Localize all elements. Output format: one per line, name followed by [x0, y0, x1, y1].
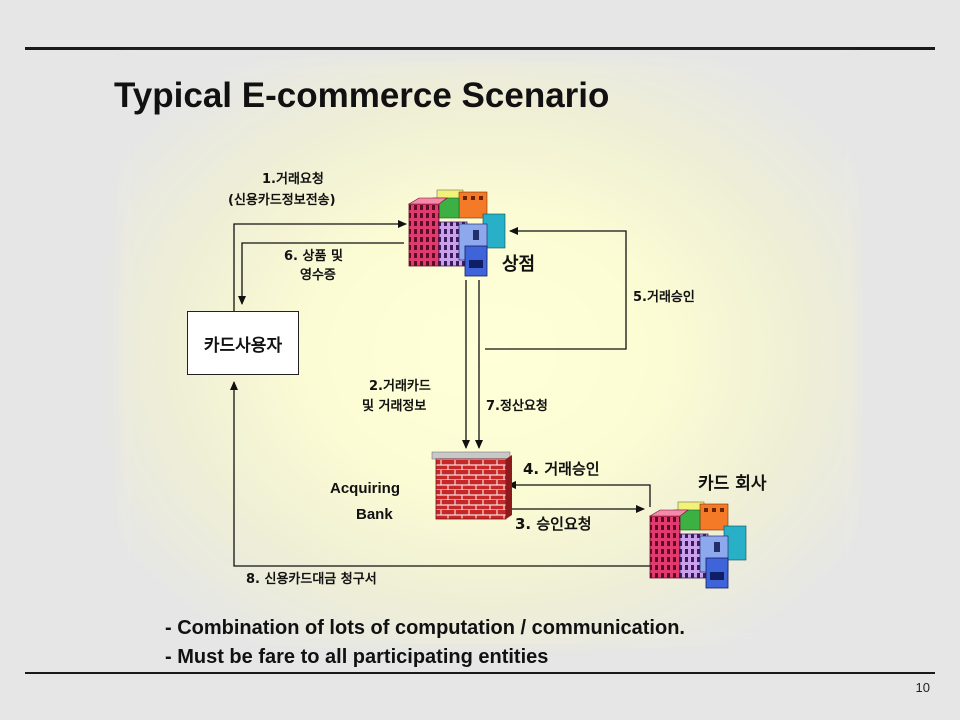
page-number: 10: [915, 680, 930, 695]
arrow-step8: [230, 381, 668, 567]
bullet-item: - Must be fare to all participating enti…: [165, 646, 549, 668]
card-company-label: 카드 회사: [698, 474, 767, 494]
slide-title: Typical E-commerce Scenario: [114, 76, 610, 115]
merchant-buildings-icon: [407, 189, 506, 277]
step6-label-line2: 영수증: [300, 268, 336, 283]
step7-label: 7.정산요청: [486, 399, 548, 414]
step2-label-line2: 및 거래정보: [362, 399, 427, 414]
arrow-step5: [485, 227, 627, 350]
step4-label: 4. 거래승인: [523, 460, 600, 478]
step3-label: 3. 승인요청: [515, 515, 592, 533]
arrow-step4: [507, 481, 651, 507]
step8-label: 8. 신용카드대금 청구서: [246, 572, 377, 587]
step6-label-line1: 6. 상품 및: [284, 249, 343, 264]
step1-label-line1: 1.거래요청: [262, 172, 324, 187]
step5-label: 5.거래승인: [633, 290, 695, 305]
top-rule: [25, 47, 935, 50]
step1-label-line2: (신용카드정보전송): [228, 193, 336, 208]
bullet-item: - Combination of lots of computation / c…: [165, 617, 685, 639]
card-user-box: 카드사용자: [187, 311, 299, 375]
card-company-buildings-icon: [648, 501, 747, 589]
merchant-label: 상점: [502, 254, 536, 275]
arrow-step1: [233, 220, 407, 311]
bottom-rule: [25, 672, 935, 674]
bullet-list: - Combination of lots of computation / c…: [165, 614, 685, 672]
arrow-step6: [238, 242, 404, 305]
acquiring-bank-label-line1: Acquiring: [330, 480, 400, 497]
firewall-icon: [431, 451, 512, 520]
step2-label-line1: 2.거래카드: [369, 379, 431, 394]
acquiring-bank-label-line2: Bank: [356, 506, 393, 523]
